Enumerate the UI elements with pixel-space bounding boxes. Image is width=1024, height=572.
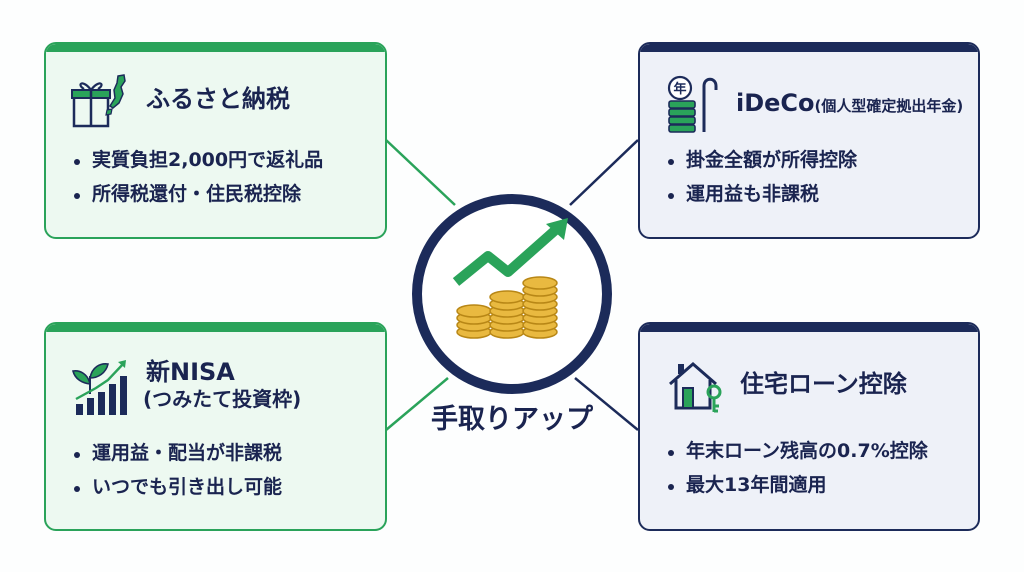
housing-loan-card: 住宅ローン控除 年末ローン残高の0.7%控除 最大13年間適用 [638,322,980,531]
list-item: 運用益・配当が非課税 [70,442,282,465]
list-item: 年末ローン残高の0.7%控除 [664,440,928,463]
card-bullets: 運用益・配当が非課税 いつでも引き出し可能 [70,442,282,510]
list-item: 運用益も非課税 [664,183,857,206]
list-item: 掛金全額が所得控除 [664,149,857,172]
card-title: iDeCo(個人型確定拠出年金) [736,89,963,118]
sprout-growth-chart-icon [72,360,127,415]
card-title: 住宅ローン控除 [740,370,907,398]
card-title: ふるさと納税 [146,85,290,113]
center-hub [412,194,612,394]
list-item: 最大13年間適用 [664,474,928,497]
furusato-card: ふるさと納税 実質負担2,000円で返礼品 所得税還付・住民税控除 [44,42,387,239]
gift-japan-icon [71,74,126,128]
list-item: 所得税還付・住民税控除 [70,183,323,206]
card-accent-bar [640,324,978,332]
pension-kanji: 年 [673,81,686,97]
ideco-card: 年 iDeCo(個人型確定拠出年金) 掛金全額が所得控除 運用益も非課税 [638,42,980,239]
card-accent-bar [46,44,385,52]
card-accent-bar [46,324,385,332]
card-title-main: iDeCo [736,89,815,117]
center-label: 手取りアップ [431,404,593,435]
card-title-suffix: (個人型確定拠出年金) [814,97,964,115]
house-key-icon [669,362,722,413]
card-subtitle: (つみたて投資枠) [143,387,302,411]
card-bullets: 実質負担2,000円で返礼品 所得税還付・住民税控除 [70,149,323,217]
pension-coins-cane-icon: 年 [667,75,718,133]
card-title: 新NISA [146,358,235,386]
card-accent-bar [640,44,978,52]
growth-coins-icon [452,218,568,339]
card-bullets: 年末ローン残高の0.7%控除 最大13年間適用 [664,440,928,508]
list-item: 実質負担2,000円で返礼品 [70,149,323,172]
list-item: いつでも引き出し可能 [70,476,282,499]
nisa-card: 新NISA (つみたて投資枠) 運用益・配当が非課税 いつでも引き出し可能 [44,322,387,531]
card-bullets: 掛金全額が所得控除 運用益も非課税 [664,149,857,217]
